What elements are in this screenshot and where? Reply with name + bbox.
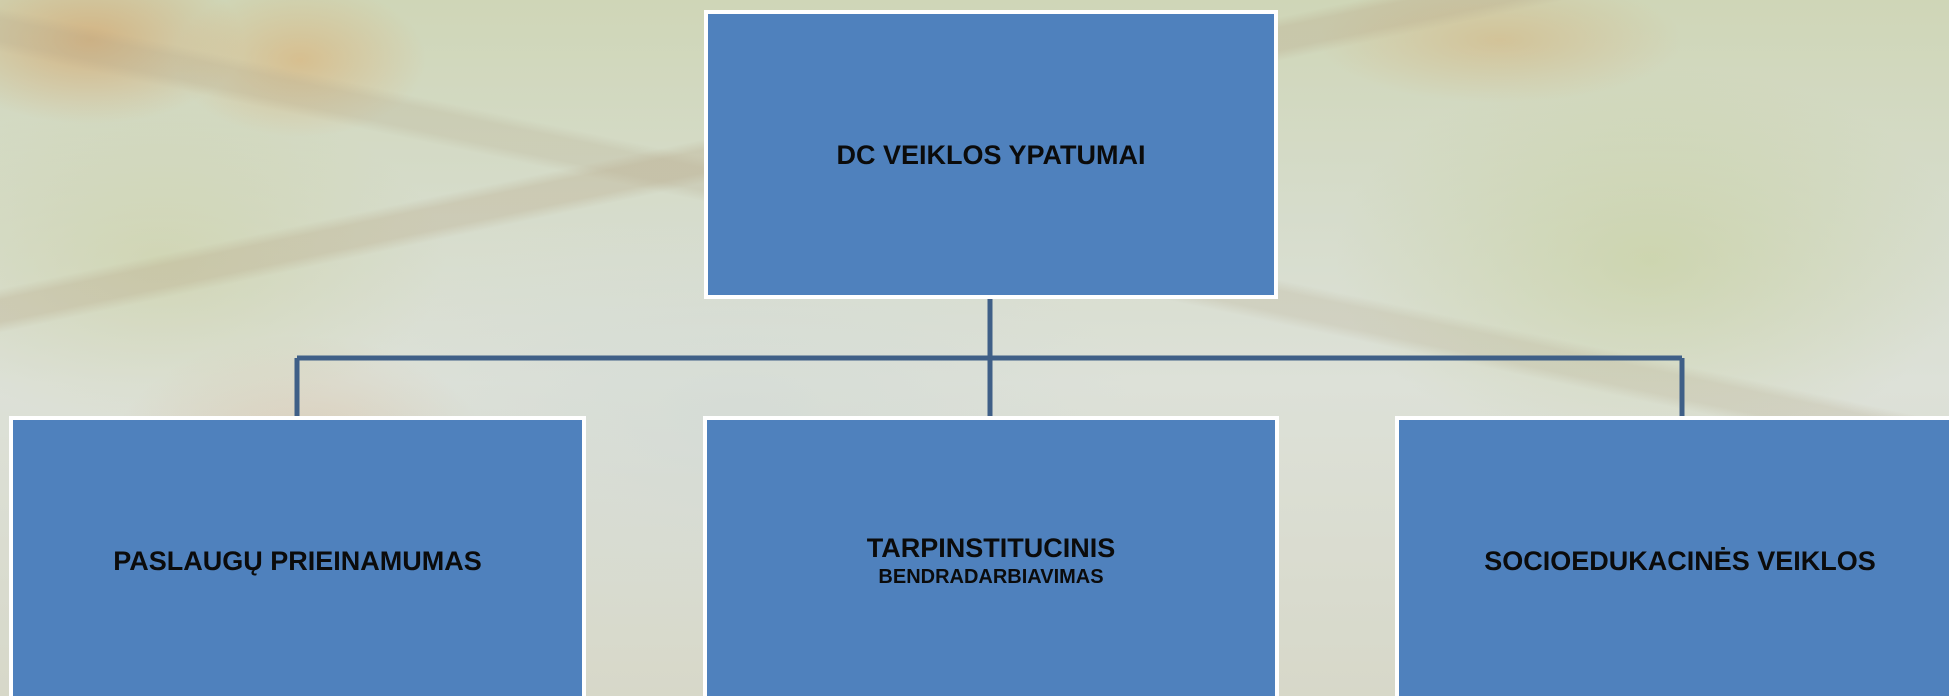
child-node-paslaugu: PASLAUGŲ PRIEINAMUMAS <box>9 416 586 696</box>
root-node-label: DC VEIKLOS YPATUMAI <box>836 139 1146 170</box>
child-node-label: SOCIOEDUKACINĖS VEIKLOS <box>1484 546 1876 576</box>
root-node: DC VEIKLOS YPATUMAI <box>704 10 1278 299</box>
child-node-sublabel: BENDRADARBIAVIMAS <box>878 566 1104 588</box>
child-node-tarpinstitucinis: TARPINSTITUCINIS BENDRADARBIAVIMAS <box>703 416 1279 696</box>
child-node-label: TARPINSTITUCINIS <box>866 533 1116 563</box>
child-node-label: PASLAUGŲ PRIEINAMUMAS <box>113 546 482 576</box>
child-node-socioedukacines: SOCIOEDUKACINĖS VEIKLOS <box>1395 416 1949 696</box>
